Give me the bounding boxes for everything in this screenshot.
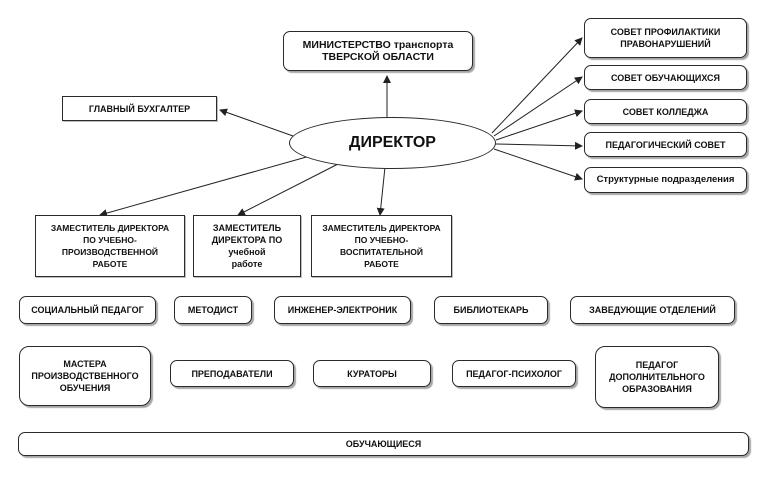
staff-box-librarian: БИБЛИОТЕКАРЬ	[434, 296, 548, 324]
arrow-director-council-5	[493, 148, 583, 181]
arrow-director-council-1	[491, 37, 583, 134]
council-label-3: СОВЕТ КОЛЛЕДЖА	[622, 106, 709, 117]
students-box: ОБУЧАЮЩИЕСЯ	[18, 432, 749, 456]
council-box-3: СОВЕТ КОЛЛЕДЖА	[584, 99, 747, 124]
staff-label-extra-education: ПЕДАГОГ ДОПОЛНИТЕЛЬНОГО ОБРАЗОВАНИЯ	[609, 360, 705, 394]
council-label-4: ПЕДАГОГИЧЕСКИЙ СОВЕТ	[605, 139, 726, 150]
staff-label-curators: КУРАТОРЫ	[347, 368, 397, 379]
director-node: ДИРЕКТОР	[289, 117, 496, 169]
council-box-4: ПЕДАГОГИЧЕСКИЙ СОВЕТ	[584, 132, 747, 157]
council-box-5: Структурные подразделения	[584, 167, 747, 193]
staff-label-psychologist: ПЕДАГОГ-ПСИХОЛОГ	[466, 368, 562, 379]
council-label-2: СОВЕТ ОБУЧАЮЩИХСЯ	[611, 72, 720, 83]
arrow-director-deputy-2	[237, 162, 341, 216]
staff-box-extra-education: ПЕДАГОГ ДОПОЛНИТЕЛЬНОГО ОБРАЗОВАНИЯ	[595, 346, 719, 408]
deputy-box-3: ЗАМЕСТИТЕЛЬ ДИРЕКТОРА ПО УЧЕБНО- ВОСПИТА…	[311, 215, 452, 277]
staff-box-engineer: ИНЖЕНЕР-ЭЛЕКТРОНИК	[274, 296, 411, 324]
staff-label-department-heads: ЗАВЕДУЮЩИЕ ОТДЕЛЕНИЙ	[589, 305, 716, 315]
staff-box-social-pedagogue: СОЦИАЛЬНЫЙ ПЕДАГОГ	[19, 296, 156, 324]
staff-box-psychologist: ПЕДАГОГ-ПСИХОЛОГ	[452, 360, 576, 387]
ministry-box: МИНИСТЕРСТВО транспорта ТВЕРСКОЙ ОБЛАСТИ	[283, 31, 473, 71]
deputy-box-2: ЗАМЕСТИТЕЛЬ ДИРЕКТОРА ПО учебной работе	[193, 215, 301, 277]
staff-box-masters: МАСТЕРА ПРОИЗВОДСТВЕННОГО ОБУЧЕНИЯ	[19, 346, 151, 406]
students-label: ОБУЧАЮЩИЕСЯ	[345, 439, 422, 449]
arrow-director-deputy-3	[376, 166, 386, 216]
council-label-5: Структурные подразделения	[596, 174, 735, 185]
staff-label-social-pedagogue: СОЦИАЛЬНЫЙ ПЕДАГОГ	[31, 305, 144, 315]
chief-accountant-box: ГЛАВНЫЙ БУХГАЛТЕР	[62, 96, 217, 121]
arrow-director-council-2	[493, 76, 583, 137]
chief-accountant-label: ГЛАВНЫЙ БУХГАЛТЕР	[88, 103, 191, 114]
staff-label-methodist: МЕТОДИСТ	[187, 305, 239, 315]
staff-label-teachers: ПРЕПОДАВАТЕЛИ	[191, 368, 273, 379]
director-label: ДИРЕКТОР	[349, 134, 436, 151]
council-box-1: СОВЕТ ПРОФИЛАКТИКИ ПРАВОНАРУШЕНИЙ	[584, 18, 747, 58]
council-label-1: СОВЕТ ПРОФИЛАКТИКИ ПРАВОНАРУШЕНИЙ	[610, 27, 721, 49]
deputy-label-1: ЗАМЕСТИТЕЛЬ ДИРЕКТОРА ПО УЧЕБНО- ПРОИЗВО…	[50, 223, 170, 269]
arrow-director-council-4	[495, 141, 583, 150]
deputy-label-3: ЗАМЕСТИТЕЛЬ ДИРЕКТОРА ПО УЧЕБНО- ВОСПИТА…	[322, 223, 441, 269]
arrow-director-deputy-1	[99, 155, 311, 217]
staff-box-methodist: МЕТОДИСТ	[174, 296, 252, 324]
staff-box-teachers: ПРЕПОДАВАТЕЛИ	[170, 360, 294, 387]
deputy-label-2: ЗАМЕСТИТЕЛЬ ДИРЕКТОРА ПО учебной работе	[211, 223, 283, 269]
ministry-label: МИНИСТЕРСТВО транспорта ТВЕРСКОЙ ОБЛАСТИ	[302, 39, 454, 63]
deputy-box-1: ЗАМЕСТИТЕЛЬ ДИРЕКТОРА ПО УЧЕБНО- ПРОИЗВО…	[35, 215, 185, 277]
staff-box-curators: КУРАТОРЫ	[313, 360, 431, 387]
arrow-director-chief-accountant	[219, 108, 294, 137]
council-box-2: СОВЕТ ОБУЧАЮЩИХСЯ	[584, 65, 747, 90]
staff-label-librarian: БИБЛИОТЕКАРЬ	[453, 305, 529, 315]
arrow-director-council-3	[495, 109, 583, 141]
staff-label-engineer: ИНЖЕНЕР-ЭЛЕКТРОНИК	[287, 305, 398, 315]
staff-box-department-heads: ЗАВЕДУЮЩИЕ ОТДЕЛЕНИЙ	[570, 296, 735, 324]
staff-label-masters: МАСТЕРА ПРОИЗВОДСТВЕННОГО ОБУЧЕНИЯ	[31, 359, 139, 393]
